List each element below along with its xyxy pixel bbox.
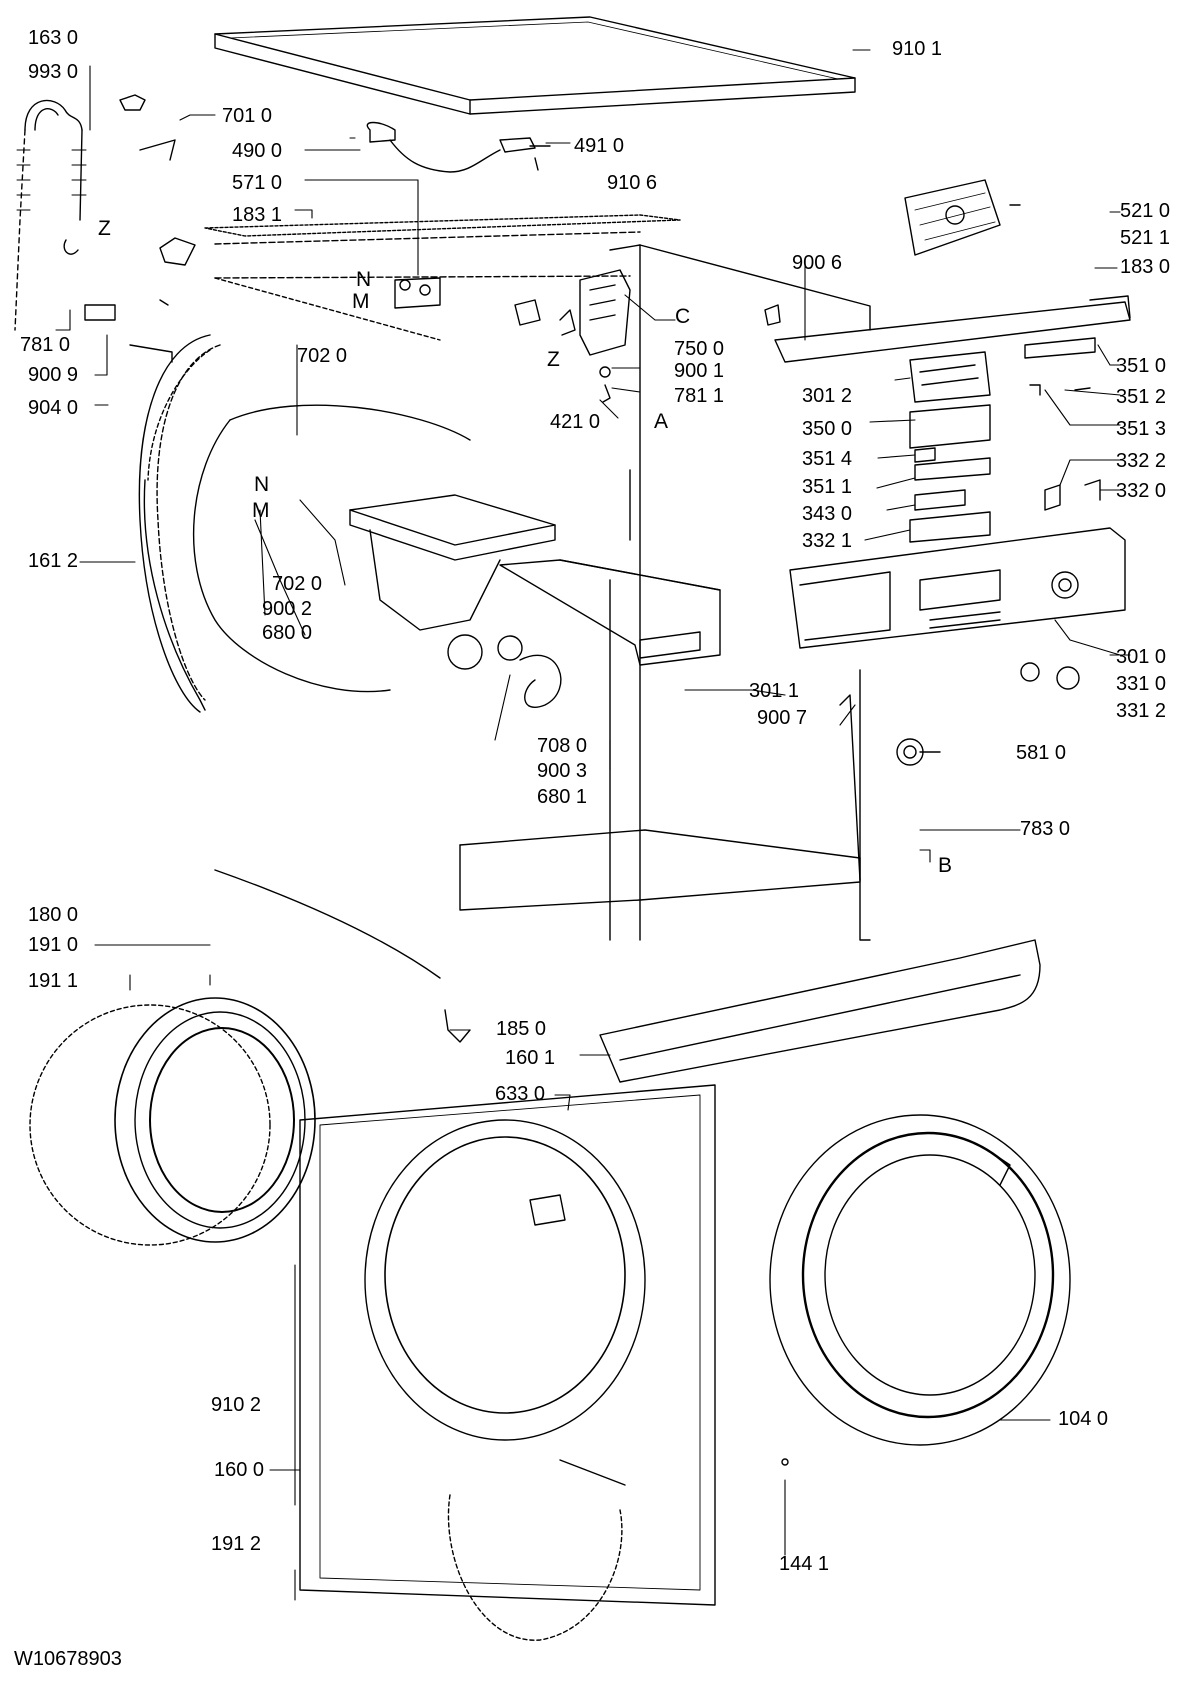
part-label: 331 2 [1116,700,1167,722]
part-label: 581 0 [1016,742,1067,764]
pressure-switch [896,738,941,766]
part-label: 904 0 [28,397,79,419]
inlet-valve [394,277,441,309]
part-label: 350 0 [802,418,853,440]
part-label: 571 0 [232,172,283,194]
fill-hose [14,94,176,331]
part-label: 490 0 [232,140,283,162]
kick-panel [444,939,1041,1083]
part-label: 163 0 [28,27,79,49]
door-assembly [29,997,316,1246]
part-label: 351 2 [1116,386,1167,408]
callout-letter: Z [98,217,111,240]
dispenser-housing [499,559,721,666]
part-label: 180 0 [28,904,79,926]
part-label: 491 0 [574,135,625,157]
part-label: 191 2 [211,1533,262,1555]
control-modules [909,337,1101,543]
part-label: 301 0 [1116,646,1167,668]
part-label: 301 2 [802,385,853,407]
callout-letter: M [252,499,270,522]
part-label: 191 1 [28,970,79,992]
part-label: 332 1 [802,530,853,552]
callout-letter: Z [547,348,560,371]
part-label: 680 0 [262,622,313,644]
part-label: 910 2 [211,1394,262,1416]
part-label: 781 1 [674,385,725,407]
part-label: 900 3 [537,760,588,782]
part-label: 783 0 [1020,818,1071,840]
part-label: 702 0 [297,345,348,367]
part-label: 191 0 [28,934,79,956]
part-label: 183 1 [232,204,283,226]
part-label: 900 1 [674,360,725,382]
door-frame [769,1114,1071,1466]
part-label: 144 1 [779,1553,830,1575]
part-label: 702 0 [272,573,323,595]
part-label: 900 9 [28,364,79,386]
part-label: 910 6 [607,172,658,194]
wiring-harness [366,121,551,173]
part-label: 680 1 [537,786,588,808]
part-label: 900 6 [792,252,843,274]
part-label: 900 2 [262,598,313,620]
part-label: 332 2 [1116,450,1167,472]
part-label: 183 0 [1120,256,1171,278]
callout-letter: C [675,305,691,328]
left-side-panel [84,237,196,363]
part-label: 633 0 [495,1083,546,1105]
drain-pump [514,269,631,403]
callout-letter: N [356,268,372,291]
part-label: 421 0 [550,411,601,433]
part-label: 351 4 [802,448,853,470]
tub-assembly [349,494,562,708]
part-label: 701 0 [222,105,273,127]
document-number: W10678903 [14,1648,122,1670]
part-label: 160 1 [505,1047,556,1069]
part-label: 343 0 [802,503,853,525]
callout-letter: N [254,473,270,496]
part-label: 900 7 [757,707,808,729]
part-label: 161 2 [28,550,79,572]
part-label: 301 1 [749,680,800,702]
part-label: 993 0 [28,61,79,83]
part-label: 160 0 [214,1459,265,1481]
part-label: 781 0 [20,334,71,356]
callout-letter: M [352,290,370,313]
part-label: 331 0 [1116,673,1167,695]
part-label: 332 0 [1116,480,1167,502]
part-label: 521 1 [1120,227,1171,249]
control-board [904,179,1021,256]
part-label: 910 1 [892,38,943,60]
door-seal [138,334,221,713]
part-label: 351 1 [802,476,853,498]
callout-letter: A [654,410,669,433]
leader-lines [55,49,1131,1601]
front-panel [299,1084,716,1641]
console-panel [789,527,1126,690]
part-label: 351 0 [1116,355,1167,377]
part-label: 750 0 [674,338,725,360]
console-rail [764,295,1131,363]
part-label: 104 0 [1058,1408,1109,1430]
part-label: 708 0 [537,735,588,757]
top-cover [214,16,856,115]
callout-letter: B [938,854,953,877]
tub-front-outline [143,349,471,711]
part-label: 521 0 [1120,200,1171,222]
part-label: 351 3 [1116,418,1167,440]
part-label: 185 0 [496,1018,547,1040]
upper-frame [204,214,871,941]
